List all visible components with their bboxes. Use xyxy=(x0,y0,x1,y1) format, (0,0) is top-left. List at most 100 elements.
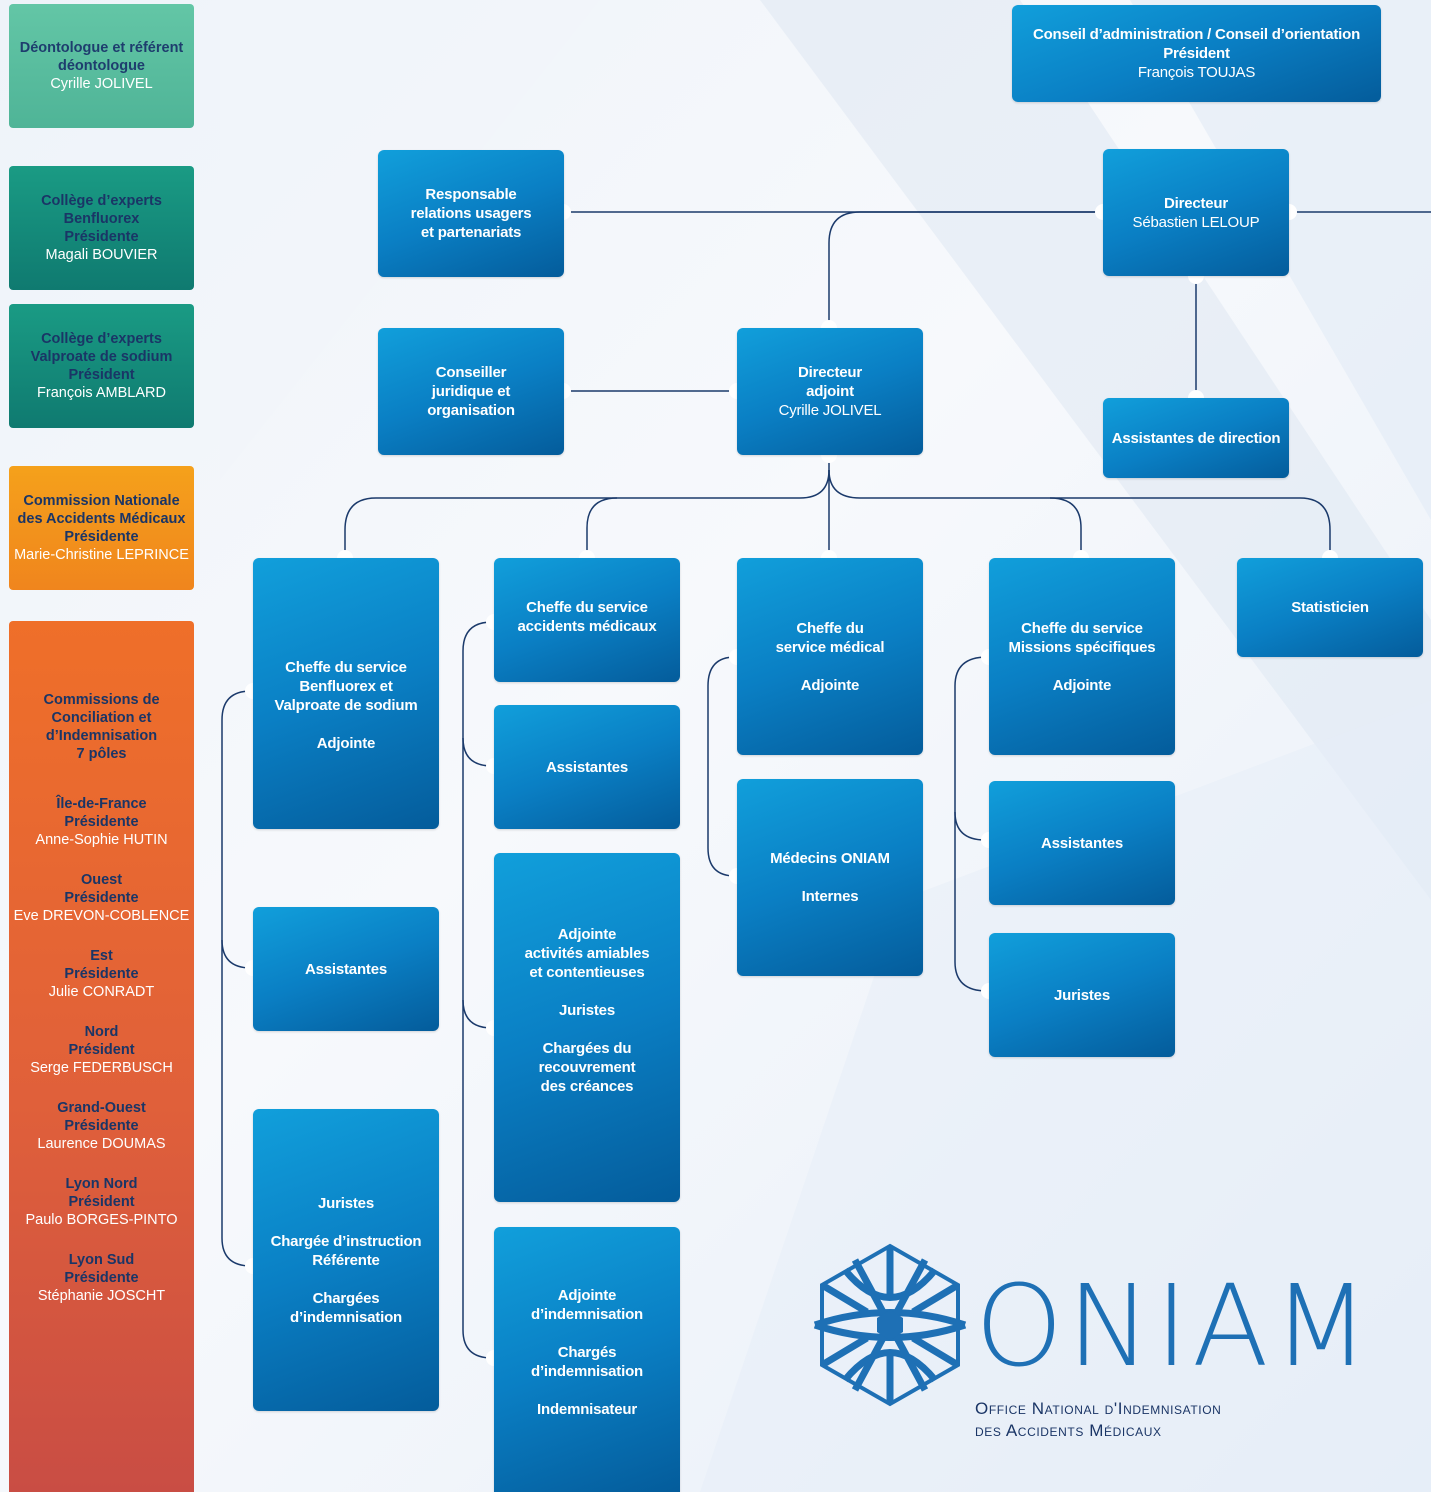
benfluorex-team-line4: d’indemnisation xyxy=(289,1308,402,1326)
cnam-box: Commission Nationale des Accidents Médic… xyxy=(9,466,194,590)
accidents-amiables-line1: Adjointe xyxy=(557,926,617,943)
cci-pole: Nord Président Serge FEDERBUSCH xyxy=(9,1023,194,1077)
responsable-line2: relations usagers xyxy=(410,205,532,222)
accidents-indemnisation-line1: Adjointe xyxy=(557,1287,617,1304)
cci-pole-role: Présidente xyxy=(64,1270,139,1286)
cci-pole: Lyon Sud Présidente Stéphanie JOSCHT xyxy=(9,1251,194,1305)
deontologue-box: Déontologue et référent déontologue Cyri… xyxy=(9,4,194,128)
cci-pole-name: Stéphanie JOSCHT xyxy=(37,1288,166,1304)
college-benfluorex-role: Présidente xyxy=(64,229,139,245)
cci-subtitle: 7 pôles xyxy=(76,746,127,762)
cci-pole-name: Laurence DOUMAS xyxy=(37,1136,166,1152)
accidents-indemnisation-line5: Indemnisateur xyxy=(537,1401,637,1418)
service-medical-box: Cheffe du service médical Adjointe xyxy=(737,558,923,755)
missions-assistantes-label: Assistantes xyxy=(1040,834,1123,852)
conseiller-line2: juridique et xyxy=(431,383,511,400)
deontologue-title: Déontologue et référent déontologue xyxy=(19,40,184,74)
statisticien-box: Statisticien xyxy=(1237,558,1423,657)
cci-pole-role: Présidente xyxy=(64,814,139,830)
accidents-assistantes-box: Assistantes xyxy=(494,705,680,829)
accidents-amiables-line6: des créances xyxy=(540,1078,634,1095)
responsable-line3: et partenariats xyxy=(420,224,522,241)
benfluorex-juristes: Juristes xyxy=(318,1194,374,1212)
cci-pole: Lyon Nord Président Paulo BORGES-PINTO xyxy=(9,1175,194,1229)
accidents-amiables-box: Adjointe activités amiables et contentie… xyxy=(494,853,680,1202)
service-medical-adjointe: Adjointe xyxy=(800,676,860,694)
service-benfluorex-adjointe: Adjointe xyxy=(316,735,376,752)
service-missions-box: Cheffe du service Missions spécifiques A… xyxy=(989,558,1175,755)
accidents-amiables-line5: recouvrement xyxy=(538,1059,636,1076)
service-missions-line1: Cheffe du service xyxy=(1021,619,1143,637)
conseiller-line3: organisation xyxy=(427,402,515,419)
conseil-box: Conseil d’administration / Conseil d’ori… xyxy=(1012,5,1381,102)
college-benfluorex-name: Magali BOUVIER xyxy=(45,247,158,263)
medecins-line2: Internes xyxy=(801,888,859,905)
college-valproate-role: Président xyxy=(68,367,135,383)
benfluorex-assistantes-box: Assistantes xyxy=(253,907,439,1031)
service-benfluorex-box: Cheffe du service Benfluorex et Valproat… xyxy=(253,558,439,829)
college-valproate-title: Collège d’experts xyxy=(41,331,162,347)
cci-pole-role: Président xyxy=(68,1042,135,1058)
oniam-logo-icon xyxy=(813,1243,967,1407)
cci-box: Commissions de Conciliation et d’Indemni… xyxy=(9,621,194,1492)
service-medical-line2: service médical xyxy=(775,638,885,656)
conseil-role: Président xyxy=(1163,45,1230,62)
cci-pole-role: Présidente xyxy=(64,890,139,906)
accidents-amiables-line4: Chargées du xyxy=(542,1040,632,1057)
service-benfluorex-line2: Benfluorex et xyxy=(299,678,393,695)
accidents-amiables-juristes: Juristes xyxy=(559,1002,615,1019)
benfluorex-team-line2: Référente xyxy=(312,1251,380,1269)
cci-pole-region: Est xyxy=(90,948,113,964)
cci-pole-name: Eve DREVON-COBLENCE xyxy=(13,908,190,924)
service-missions-adjointe: Adjointe xyxy=(1052,676,1112,694)
missions-juristes-box: Juristes xyxy=(989,933,1175,1057)
oniam-wordmark: ONIAM xyxy=(975,1262,1374,1392)
accidents-amiables-line3: et contentieuses xyxy=(529,964,645,981)
accidents-indemnisation-line2: d’indemnisation xyxy=(530,1306,643,1323)
medecins-box: Médecins ONIAM Internes xyxy=(737,779,923,976)
cci-pole-region: Lyon Nord xyxy=(65,1176,138,1192)
cci-pole-role: Présidente xyxy=(64,966,139,982)
directeur-adjoint-line2: adjoint xyxy=(806,383,854,400)
missions-assistantes-box: Assistantes xyxy=(989,781,1175,905)
oniam-tagline: Office National d'Indemnisation des Acci… xyxy=(975,1398,1221,1442)
medecins-line1: Médecins ONIAM xyxy=(770,850,890,867)
cci-pole-region: Île-de-France xyxy=(56,796,147,812)
benfluorex-assistantes-label: Assistantes xyxy=(304,960,387,978)
statisticien-label: Statisticien xyxy=(1291,599,1369,616)
cci-pole: Île-de-France Présidente Anne-Sophie HUT… xyxy=(9,795,194,849)
responsable-line1: Responsable xyxy=(425,186,517,203)
cci-pole-name: Julie CONRADT xyxy=(48,984,155,1000)
cci-pole: Grand-Ouest Présidente Laurence DOUMAS xyxy=(9,1099,194,1153)
cci-title: Commissions de Conciliation et d’Indemni… xyxy=(43,692,160,744)
service-missions-line2: Missions spécifiques xyxy=(1008,638,1156,656)
college-benfluorex-box: Collège d’experts Benfluorex Présidente … xyxy=(9,166,194,290)
accidents-assistantes-label: Assistantes xyxy=(545,758,628,776)
cci-pole-region: Lyon Sud xyxy=(68,1252,135,1268)
missions-juristes-label: Juristes xyxy=(1054,986,1110,1004)
benfluorex-team-box: Juristes Chargée d’instruction Référente… xyxy=(253,1109,439,1411)
cci-pole: Ouest Présidente Eve DREVON-COBLENCE xyxy=(9,871,194,925)
oniam-tagline-line1: Office National d'Indemnisation xyxy=(975,1399,1222,1418)
conseiller-line1: Conseiller xyxy=(435,364,507,381)
directeur-title: Directeur xyxy=(1163,194,1229,212)
accidents-indemnisation-line3: Chargés xyxy=(557,1344,617,1361)
college-valproate-subtitle: Valproate de sodium xyxy=(30,349,173,365)
service-benfluorex-line3: Valproate de sodium xyxy=(274,697,418,714)
service-accidents-box: Cheffe du service accidents médicaux xyxy=(494,558,680,682)
cci-pole-region: Nord xyxy=(84,1024,119,1040)
directeur-adjoint-name: Cyrille JOLIVEL xyxy=(778,402,882,419)
accidents-indemnisation-line4: d’indemnisation xyxy=(530,1363,643,1380)
cnam-name: Marie-Christine LEPRINCE xyxy=(14,547,189,563)
responsable-box: Responsable relations usagers et partena… xyxy=(378,150,564,277)
benfluorex-team-line1: Chargée d’instruction xyxy=(270,1232,422,1250)
service-benfluorex-line1: Cheffe du service xyxy=(285,659,407,676)
directeur-adjoint-box: Directeur adjoint Cyrille JOLIVEL xyxy=(737,328,923,455)
cci-pole-role: Président xyxy=(68,1194,135,1210)
conseil-name: François TOUJAS xyxy=(1137,64,1256,81)
service-medical-line1: Cheffe du xyxy=(796,619,864,637)
cnam-role: Présidente xyxy=(64,529,139,545)
college-benfluorex-subtitle: Benfluorex xyxy=(63,211,140,227)
directeur-adjoint-line1: Directeur xyxy=(797,364,863,381)
